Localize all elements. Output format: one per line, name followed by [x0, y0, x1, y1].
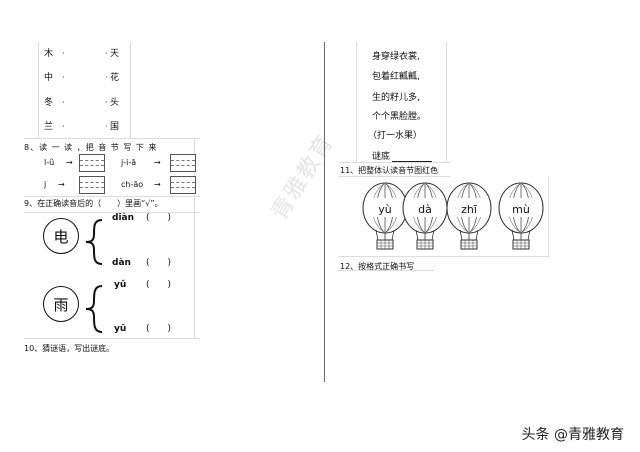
- match-dot: ·: [105, 49, 108, 58]
- cell-border: [356, 42, 357, 162]
- match-dot: ·: [105, 98, 108, 107]
- arrow-icon: →: [154, 158, 161, 167]
- answer-parentheses[interactable]: ( ): [146, 324, 172, 334]
- q8-syllable: j-i-ā: [121, 158, 137, 167]
- cell-border: [338, 256, 550, 257]
- match-char-right: 头: [110, 98, 120, 108]
- riddle-line: 包着红瓤瓤,: [372, 72, 420, 82]
- answer-writing-box[interactable]: [79, 154, 105, 172]
- riddle-line: 身穿绿衣裳,: [372, 52, 420, 62]
- q9-title: 9、在正确读音后的（ ）里画“√”。: [24, 199, 163, 208]
- balloon-label-box: dà: [410, 198, 440, 217]
- match-dot: ·: [62, 98, 65, 107]
- brace-icon: [85, 219, 103, 265]
- brace-icon: [85, 285, 103, 333]
- source-attribution: 头条 @青雅教育: [521, 427, 624, 443]
- pinyin-option: diàn: [112, 213, 135, 223]
- match-dot: ·: [62, 73, 65, 82]
- match-dot: ·: [105, 73, 108, 82]
- q9-character: 雨: [53, 295, 69, 314]
- cell-border: [548, 176, 549, 256]
- balloon-pinyin: zhī: [461, 203, 477, 216]
- pinyin-option: dàn: [112, 258, 131, 268]
- cell-border: [38, 42, 39, 138]
- arrow-icon: →: [66, 158, 73, 167]
- balloon-label-box: mù: [506, 198, 536, 217]
- cell-border: [24, 138, 200, 139]
- match-char-right: 花: [110, 73, 120, 83]
- balloon-label-box: yù: [370, 198, 400, 217]
- match-char-left: 兰: [44, 122, 54, 132]
- match-dot: ·: [62, 122, 65, 131]
- arrow-icon: →: [154, 180, 161, 189]
- cell-border: [194, 138, 195, 338]
- match-char-left: 木: [44, 49, 54, 59]
- q12-title: 12、按格式正确书写: [340, 262, 415, 271]
- match-char-right: 国: [110, 122, 120, 132]
- match-dot: ·: [62, 49, 65, 58]
- cell-border: [338, 162, 450, 163]
- watermark: 青雅教育: [267, 129, 340, 225]
- riddle-hint: （打一水果）: [368, 131, 423, 141]
- q10-title: 10、猜谜语，写出谜底。: [24, 344, 115, 353]
- riddle-answer-label: 谜底: [372, 152, 391, 162]
- riddle-answer-line[interactable]: [392, 161, 432, 162]
- cell-border: [24, 212, 200, 213]
- column-divider: [324, 42, 325, 382]
- answer-parentheses[interactable]: ( ): [146, 213, 172, 223]
- balloon-pinyin: dà: [418, 203, 432, 216]
- match-char-left: 冬: [44, 98, 54, 108]
- match-dot: ·: [105, 122, 108, 131]
- q11-title: 11、把整体认读音节图红色: [340, 166, 439, 175]
- match-char-left: 中: [44, 73, 54, 83]
- riddle-line: 个个黑脸膛。: [372, 112, 427, 122]
- answer-writing-box[interactable]: [170, 154, 196, 172]
- q8-title: 8、读 一 读 ，把 音 节 写 下 来: [24, 143, 158, 152]
- answer-parentheses[interactable]: ( ): [146, 280, 172, 290]
- balloon-pinyin: mù: [512, 203, 530, 216]
- q9-character: 电: [53, 227, 69, 246]
- riddle-line: 生的籽儿多,: [372, 93, 420, 103]
- character-circle: 雨: [43, 286, 79, 322]
- cell-border: [446, 42, 447, 162]
- q8-syllable: l-ǘ: [44, 158, 55, 167]
- answer-writing-box[interactable]: [79, 176, 105, 194]
- cell-border: [24, 338, 200, 339]
- q8-syllable: j: [44, 180, 47, 189]
- pinyin-option: yǔ: [114, 280, 127, 290]
- match-char-right: 天: [110, 49, 120, 59]
- balloon-pinyin: yù: [378, 203, 392, 216]
- cell-border: [338, 176, 450, 177]
- cell-border: [338, 270, 434, 271]
- q8-syllable: ch-āo: [121, 180, 144, 189]
- cell-border: [24, 196, 200, 197]
- pinyin-option: yǔ: [114, 324, 127, 334]
- answer-writing-box[interactable]: [170, 176, 196, 194]
- cell-border: [130, 42, 131, 138]
- character-circle: 电: [43, 218, 79, 254]
- balloon-label-box: zhī: [454, 198, 484, 217]
- answer-parentheses[interactable]: ( ): [146, 258, 172, 268]
- arrow-icon: →: [58, 180, 65, 189]
